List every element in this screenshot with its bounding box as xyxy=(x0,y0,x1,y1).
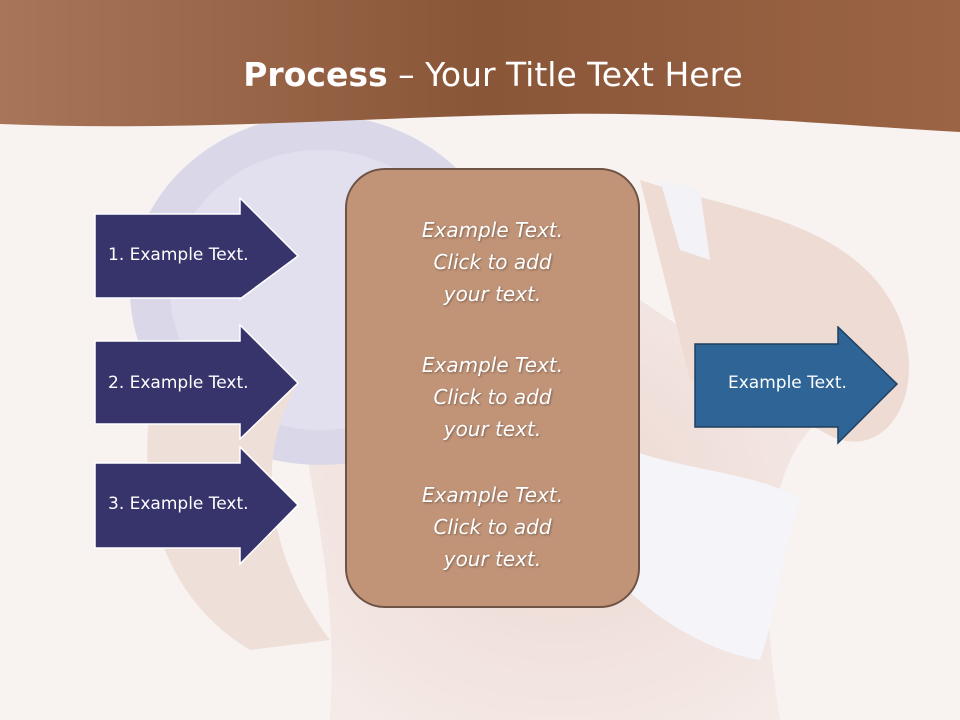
title-rest: – Your Title Text Here xyxy=(387,55,743,94)
center-block-1-line2: Click to add xyxy=(433,250,552,274)
center-block-1-line1: Example Text. xyxy=(421,218,564,242)
left-arrow-2[interactable] xyxy=(94,324,300,440)
slide-title: Process – Your Title Text Here xyxy=(0,52,960,98)
title-bold: Process xyxy=(243,55,388,94)
center-text-box[interactable]: Example Text. Click to add your text. Ex… xyxy=(345,168,640,608)
right-arrow[interactable] xyxy=(694,326,900,446)
center-block-1: Example Text. Click to add your text. xyxy=(347,214,638,310)
center-block-2-line1: Example Text. xyxy=(421,353,564,377)
left-arrow-1[interactable] xyxy=(94,197,300,301)
center-block-1-line3: your text. xyxy=(443,282,542,306)
left-arrow-3[interactable] xyxy=(94,446,300,566)
center-block-2-line2: Click to add xyxy=(433,385,552,409)
left-arrow-3-label: 3. Example Text. xyxy=(108,494,249,514)
right-arrow-label: Example Text. xyxy=(728,373,847,393)
center-block-3: Example Text. Click to add your text. xyxy=(347,479,638,575)
left-arrow-2-label: 2. Example Text. xyxy=(108,373,249,393)
center-block-2-line3: your text. xyxy=(443,417,542,441)
left-arrow-1-label: 1. Example Text. xyxy=(108,245,249,265)
center-block-2: Example Text. Click to add your text. xyxy=(347,349,638,445)
center-block-3-line2: Click to add xyxy=(433,515,552,539)
center-block-3-line1: Example Text. xyxy=(421,483,564,507)
center-block-3-line3: your text. xyxy=(443,547,542,571)
